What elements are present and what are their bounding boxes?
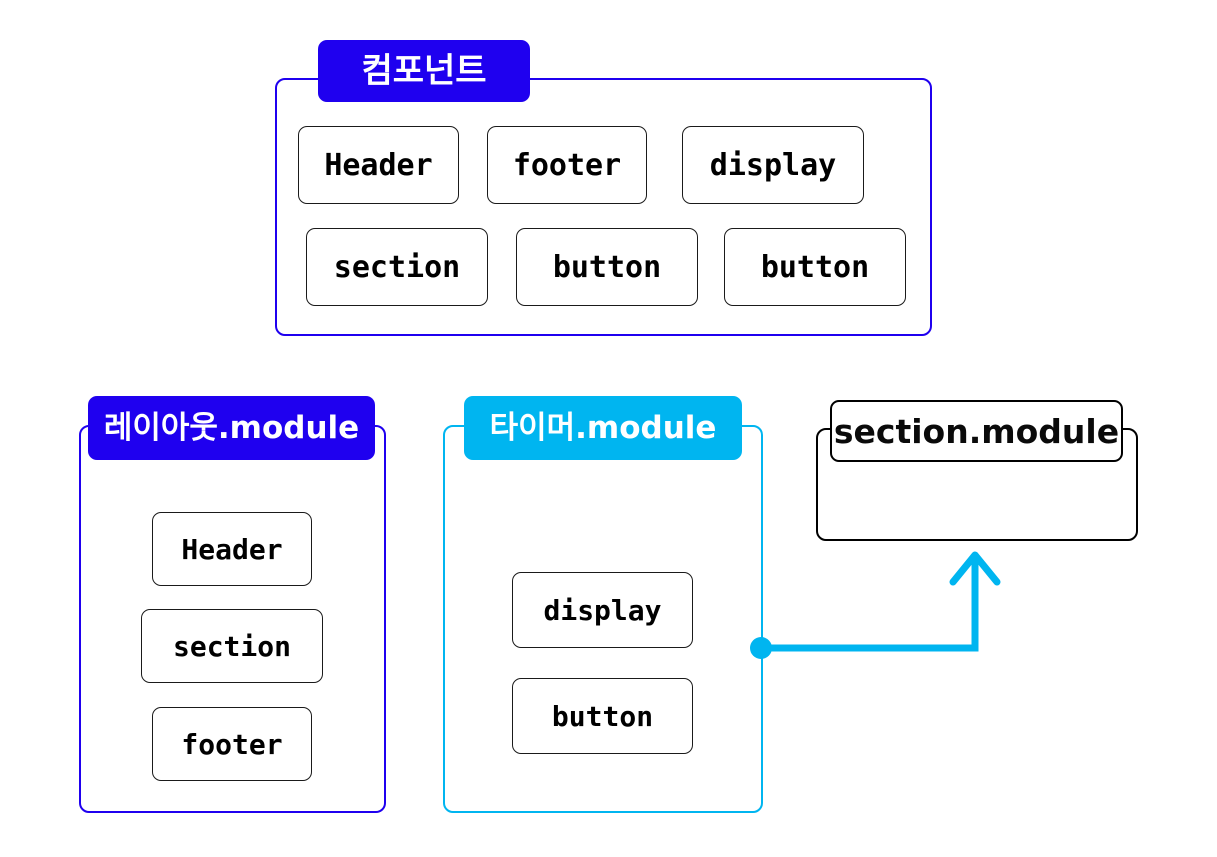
- group-title-badge-timer-module-group[interactable]: 타이머.module: [464, 396, 742, 460]
- timer-to-section-connector-line: [761, 560, 979, 652]
- node-button[interactable]: button: [512, 678, 693, 754]
- node-label: display: [543, 593, 662, 627]
- group-title-label: section.module: [833, 411, 1120, 451]
- group-title-badge-section-module-group[interactable]: section.module: [830, 400, 1123, 462]
- group-title-badge-component-group[interactable]: 컴포넌트: [318, 40, 530, 102]
- node-label: Header: [181, 532, 283, 566]
- node-display[interactable]: display: [512, 572, 693, 648]
- node-display[interactable]: display: [682, 126, 864, 204]
- group-title-badge-layout-module-group[interactable]: 레이아웃.module: [88, 396, 375, 460]
- node-button[interactable]: button: [516, 228, 698, 306]
- node-label: section: [333, 249, 461, 285]
- node-header[interactable]: Header: [152, 512, 312, 586]
- group-title-label: 컴포넌트: [361, 51, 487, 91]
- node-button[interactable]: button: [724, 228, 906, 306]
- node-label: footer: [512, 147, 622, 183]
- node-label: section: [172, 629, 291, 663]
- node-footer[interactable]: footer: [487, 126, 647, 204]
- node-label: footer: [181, 727, 283, 761]
- node-header[interactable]: Header: [298, 126, 459, 204]
- node-label: button: [760, 249, 870, 285]
- group-frame-component-group: [275, 78, 932, 336]
- arrow-head-icon: [949, 551, 1001, 586]
- node-section[interactable]: section: [306, 228, 488, 306]
- group-title-label: 레이아웃.module: [103, 409, 360, 446]
- node-section[interactable]: section: [141, 609, 323, 683]
- node-label: button: [551, 699, 654, 733]
- group-title-label: 타이머.module: [489, 409, 717, 446]
- node-label: display: [709, 147, 837, 183]
- node-footer[interactable]: footer: [152, 707, 312, 781]
- node-label: Header: [324, 147, 433, 183]
- node-label: button: [552, 249, 662, 285]
